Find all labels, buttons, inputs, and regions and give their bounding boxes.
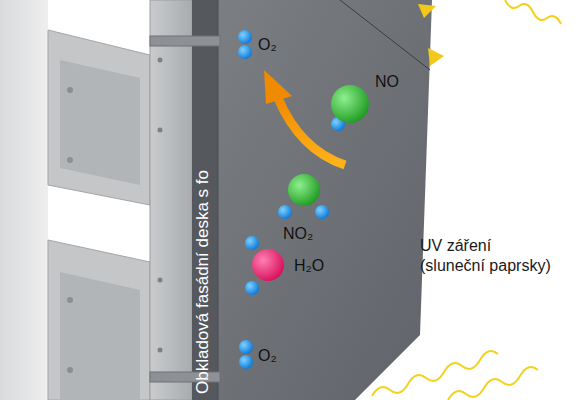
wall <box>0 0 48 400</box>
clip <box>150 36 220 46</box>
oxygen-atom <box>278 205 292 219</box>
screw <box>158 348 163 353</box>
molecule-label: NO₂ <box>283 224 313 243</box>
molecules <box>238 30 369 369</box>
oxygen-atom <box>238 45 252 59</box>
molecule-label: O₂ <box>258 35 277 54</box>
uv-ray <box>448 367 538 400</box>
uv-ray <box>505 0 561 24</box>
uv-rays <box>372 0 561 400</box>
uv-arrowhead <box>418 4 436 18</box>
screw <box>67 367 73 373</box>
screw <box>67 87 73 93</box>
screw <box>158 58 163 63</box>
screw <box>158 128 163 133</box>
oxygen-atom <box>238 30 252 44</box>
molecule-label: O₂ <box>258 346 277 365</box>
oxygen-atom <box>239 340 253 354</box>
oxygen-atom <box>252 249 284 281</box>
molecule-label: H₂O <box>294 256 324 275</box>
uv-ray <box>372 351 498 396</box>
nitrogen-atom <box>288 174 320 206</box>
nitrogen-atom <box>331 85 369 123</box>
uv-arrowhead <box>428 48 444 66</box>
oxygen-atom <box>239 355 253 369</box>
molecule-label: NO <box>375 72 399 91</box>
oxygen-atom <box>315 205 329 219</box>
brackets <box>48 30 150 400</box>
bracket-face <box>60 60 140 185</box>
screw <box>67 297 73 303</box>
hydrogen-atom <box>245 236 259 250</box>
rail <box>150 0 192 400</box>
bracket-face <box>60 272 140 400</box>
facade-panel <box>218 0 432 400</box>
panel-line <box>340 0 430 70</box>
hydrogen-atom <box>245 281 259 295</box>
panel-edge <box>192 0 218 400</box>
screw <box>158 278 163 283</box>
bracket <box>48 30 150 205</box>
panel-seam <box>218 0 219 400</box>
bracket <box>48 240 150 400</box>
panel-label: Obkladová fasádní deska s fo <box>193 170 213 394</box>
uv-label: UV záření (sluneční paprsky) <box>420 236 554 276</box>
reaction-arrowhead <box>264 70 292 104</box>
screw <box>67 157 73 163</box>
